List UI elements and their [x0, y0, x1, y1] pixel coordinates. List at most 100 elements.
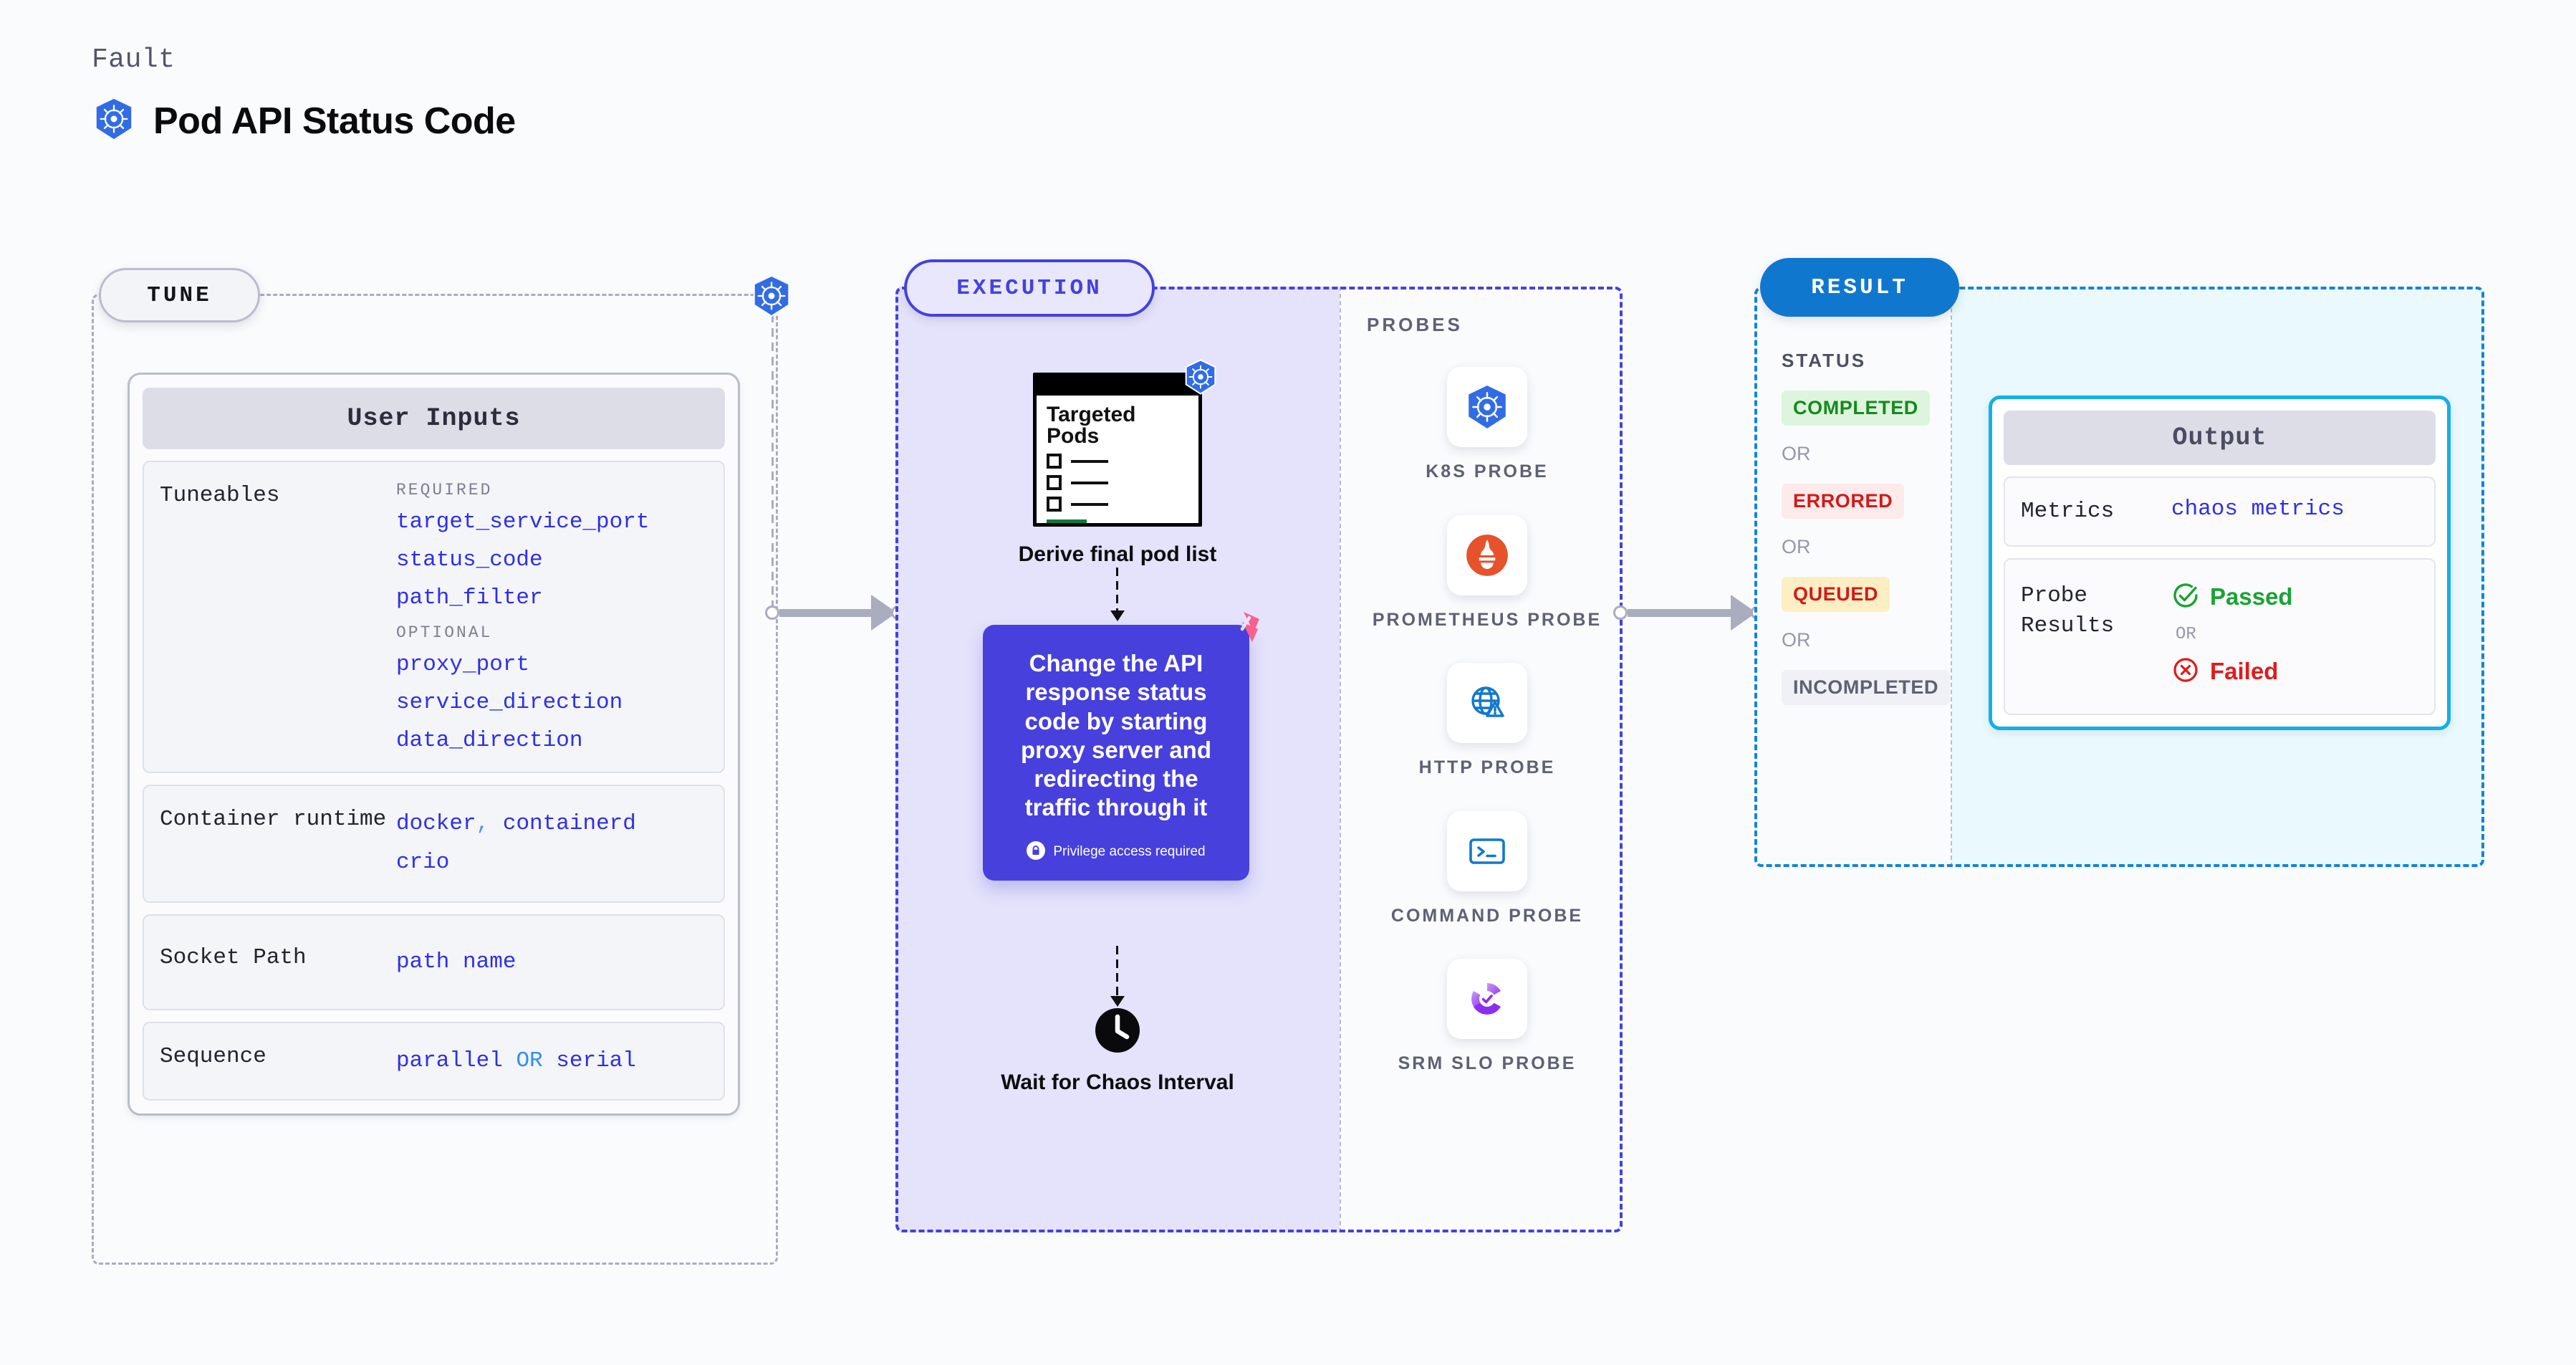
runtime-crio: crio [396, 850, 450, 876]
required-label: REQUIRED [396, 481, 493, 499]
tuneable-proxy-port[interactable]: proxy_port [396, 652, 530, 677]
tuneable-status-code[interactable]: status_code [396, 547, 543, 573]
pod-list-item [1047, 475, 1188, 490]
clock-icon [1094, 1008, 1141, 1057]
probe-prometheus[interactable]: PROMETHEUS PROBE [1352, 514, 1622, 632]
sequence-label: Sequence [160, 1043, 266, 1069]
connector-execution-to-result [1613, 595, 1765, 631]
status-badge-errored: ERRORED [1782, 484, 1905, 519]
execution-badge: EXECUTION [904, 259, 1155, 317]
container-runtime-values: docker, containerd crio [396, 805, 708, 883]
status-column: STATUS COMPLETED OR ERRORED OR QUEUED OR… [1782, 350, 1951, 705]
checkbox-icon [1047, 497, 1062, 512]
probe-result-failed: Failed [2171, 656, 2293, 688]
status-title: STATUS [1782, 350, 1867, 371]
status-or-1: OR [1782, 443, 1811, 464]
result-panel-border [1754, 287, 2484, 867]
sequence-serial: serial [556, 1048, 636, 1073]
targeted-pods-card: Targeted Pods [1033, 373, 1202, 527]
status-badge-completed: COMPLETED [1782, 391, 1930, 426]
result-panel: RESULT STATUS COMPLETED OR ERRORED OR QU… [1754, 258, 2484, 867]
status-bar [1047, 519, 1087, 523]
placeholder-rule [1071, 502, 1108, 506]
metrics-row: Metrics chaos metrics [2004, 476, 2436, 547]
x-circle-icon [2171, 656, 2200, 688]
privilege-note-text: Privilege access required [1053, 844, 1206, 859]
probe-results-label: Probe Results [2021, 583, 2115, 638]
status-or-2: OR [1782, 536, 1811, 557]
title-row: Pod API Status Code [92, 97, 516, 145]
chaos-action-card: Change the API response status code by s… [983, 612, 1259, 881]
flow-arrow-down [1110, 567, 1125, 621]
tune-badge: TUNE [99, 268, 260, 322]
execution-panel: EXECUTION PROBES Targeted Pods [895, 259, 1623, 1232]
card-titlebar [1037, 376, 1198, 396]
tuneables-label: Tuneables [160, 483, 280, 508]
tuneable-target-service-port[interactable]: target_service_port [396, 509, 650, 535]
sequence-values: parallel OR serial [396, 1042, 708, 1081]
placeholder-rule [1071, 459, 1108, 463]
output-card: Output Metrics chaos metrics Probe Resul… [1989, 396, 2451, 730]
chaos-action-text: Change the API response status code by s… [1021, 650, 1211, 821]
eyebrow-label: Fault [92, 44, 176, 75]
execution-panel-border [895, 287, 1623, 1232]
tuneable-path-filter[interactable]: path_filter [396, 585, 543, 610]
socket-path-row: Socket Path path name [143, 914, 725, 1010]
tuneables-row: Tuneables REQUIRED target_service_port s… [143, 461, 725, 773]
connector-line [1628, 608, 1732, 617]
targeted-pods-title: Targeted Pods [1047, 403, 1136, 448]
harness-chaos-icon [1222, 608, 1265, 654]
kubernetes-icon [749, 274, 794, 322]
probe-label: COMMAND PROBE [1390, 905, 1584, 926]
probe-passed-text: Passed [2210, 583, 2293, 610]
tuneable-data-direction[interactable]: data_direction [396, 728, 583, 753]
globe-warning-icon [1447, 663, 1527, 743]
connector-start-dot [1613, 605, 1628, 620]
probe-srm-slo[interactable]: SRM SLO PROBE [1352, 959, 1622, 1076]
metrics-label: Metrics [2021, 499, 2115, 524]
tune-panel-border [92, 294, 778, 1265]
runtime-containerd: containerd [502, 811, 636, 836]
socket-path-label: Socket Path [160, 944, 307, 970]
kubernetes-icon [1182, 358, 1219, 399]
probes-title: PROBES [1367, 314, 1463, 335]
probe-label: K8S PROBE [1426, 461, 1549, 482]
status-badge-incompleted: INCOMPLETED [1782, 670, 1951, 705]
user-inputs-card: User Inputs Tuneables REQUIRED target_se… [128, 373, 740, 1116]
connector-start-dot [765, 605, 779, 620]
privilege-note: Privilege access required [1004, 840, 1228, 863]
probe-http[interactable]: HTTP PROBE [1352, 663, 1622, 780]
tuneable-service-direction[interactable]: service_direction [396, 690, 623, 715]
probe-k8s[interactable]: K8S PROBE [1352, 367, 1622, 484]
wait-for-chaos-interval-caption: Wait for Chaos Interval [1001, 1071, 1234, 1094]
probe-command[interactable]: COMMAND PROBE [1352, 810, 1622, 928]
probe-label: SRM SLO PROBE [1398, 1053, 1577, 1073]
checkbox-icon [1047, 454, 1062, 469]
page-header: Fault Pod API Status Code [92, 44, 516, 145]
pod-list-item [1047, 497, 1188, 512]
sequence-parallel: parallel [396, 1048, 503, 1073]
connector-tune-to-execution [765, 595, 905, 631]
runtime-separator: , [476, 811, 490, 836]
probe-results-or: OR [2176, 624, 2196, 644]
user-inputs-title: User Inputs [143, 388, 725, 449]
check-circle-icon [2171, 581, 2200, 613]
wait-for-chaos-interval-node: Wait for Chaos Interval [956, 1007, 1279, 1096]
tune-panel: TUNE User Inputs Tuneables REQUIRED targ… [92, 268, 778, 1265]
lock-icon [1027, 840, 1046, 863]
tune-k8s-stem [772, 314, 774, 615]
derive-pod-list-caption: Derive final pod list [1018, 542, 1217, 566]
probe-label: HTTP PROBE [1418, 757, 1556, 777]
probes-list: K8S PROBE PROMETHEUS PROBE [1352, 367, 1622, 1107]
placeholder-rule [1071, 481, 1108, 484]
connector-line [779, 608, 873, 617]
kubernetes-icon [1447, 367, 1527, 447]
output-title: Output [2004, 411, 2436, 465]
sequence-row: Sequence parallel OR serial [143, 1021, 725, 1101]
probe-label: PROMETHEUS PROBE [1372, 609, 1602, 630]
probe-result-passed: Passed [2171, 581, 2293, 613]
prometheus-icon [1447, 514, 1527, 595]
terminal-icon [1447, 810, 1527, 891]
tuneables-values: REQUIRED target_service_port status_code… [396, 481, 708, 753]
container-runtime-row: Container runtime docker, containerd cri… [143, 785, 725, 903]
